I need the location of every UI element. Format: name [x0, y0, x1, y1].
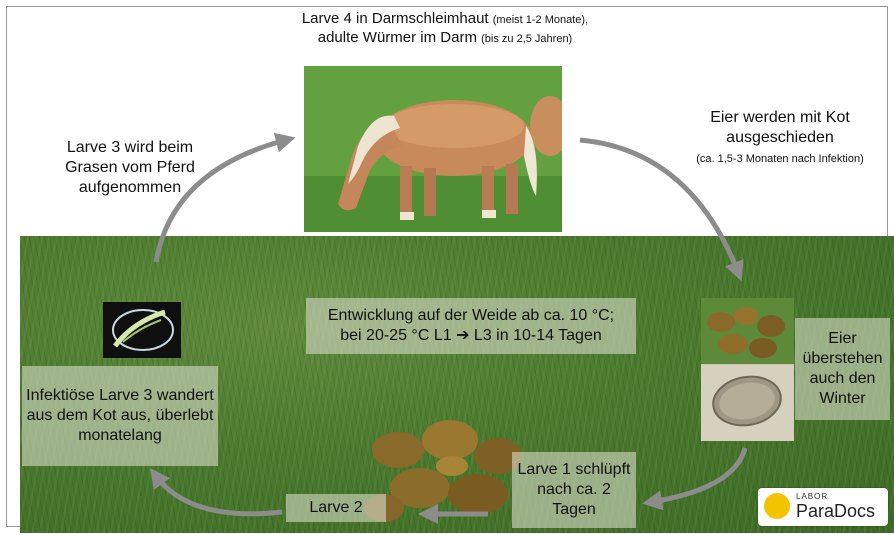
development-line-2b: L3 in 10-14 Tagen	[474, 327, 602, 344]
horse-dung-photo	[701, 298, 794, 364]
ingestion-caption: Larve 3 wird beim Grasen vom Pferd aufge…	[40, 138, 220, 198]
arrow-right-icon: ➔	[456, 327, 469, 344]
development-info-box: Entwicklung auf der Weide ab ca. 10 °C; …	[306, 298, 636, 354]
caption-adult-note: (bis zu 2,5 Jahren)	[481, 33, 572, 45]
caption-larva4-note: (meist 1-2 Monate),	[493, 14, 588, 26]
development-line-2a: bei 20-25 °C L1	[340, 327, 451, 344]
excretion-caption: Eier werden mit Kot ausgeschieden (ca. 1…	[690, 108, 870, 168]
larva1-info-box: Larve 1 schlüpft nach ca. 2 Tagen	[512, 452, 636, 528]
caption-larva4: Larve 4 in Darmschleimhaut	[302, 10, 489, 27]
strongyle-egg-photo	[701, 364, 794, 441]
horse-grazing-photo	[304, 66, 562, 232]
excretion-caption-main: Eier werden mit Kot ausgeschieden	[710, 109, 850, 146]
logo-main-text: ParaDocs	[796, 501, 875, 522]
larva2-info-box: Larve 2	[286, 494, 386, 522]
eggs-info-box: Eier überstehen auch den Winter	[795, 318, 890, 420]
caption-adult-worms: adulte Würmer im Darm	[318, 29, 477, 46]
logo-mark	[764, 493, 790, 519]
development-line-1: Entwicklung auf der Weide ab ca. 10 °C;	[328, 307, 614, 324]
larva3-info-box: Infektiöse Larve 3 wandert aus dem Kot a…	[22, 366, 218, 466]
logo-sub-text: LABOR	[796, 492, 828, 501]
excretion-caption-note: (ca. 1,5-3 Monaten nach Infektion)	[696, 153, 864, 165]
larva3-microscope-photo	[103, 302, 181, 358]
host-stage-caption: Larve 4 in Darmschleimhaut (meist 1-2 Mo…	[250, 10, 640, 48]
paradocs-logo: LABOR ParaDocs	[758, 488, 888, 526]
